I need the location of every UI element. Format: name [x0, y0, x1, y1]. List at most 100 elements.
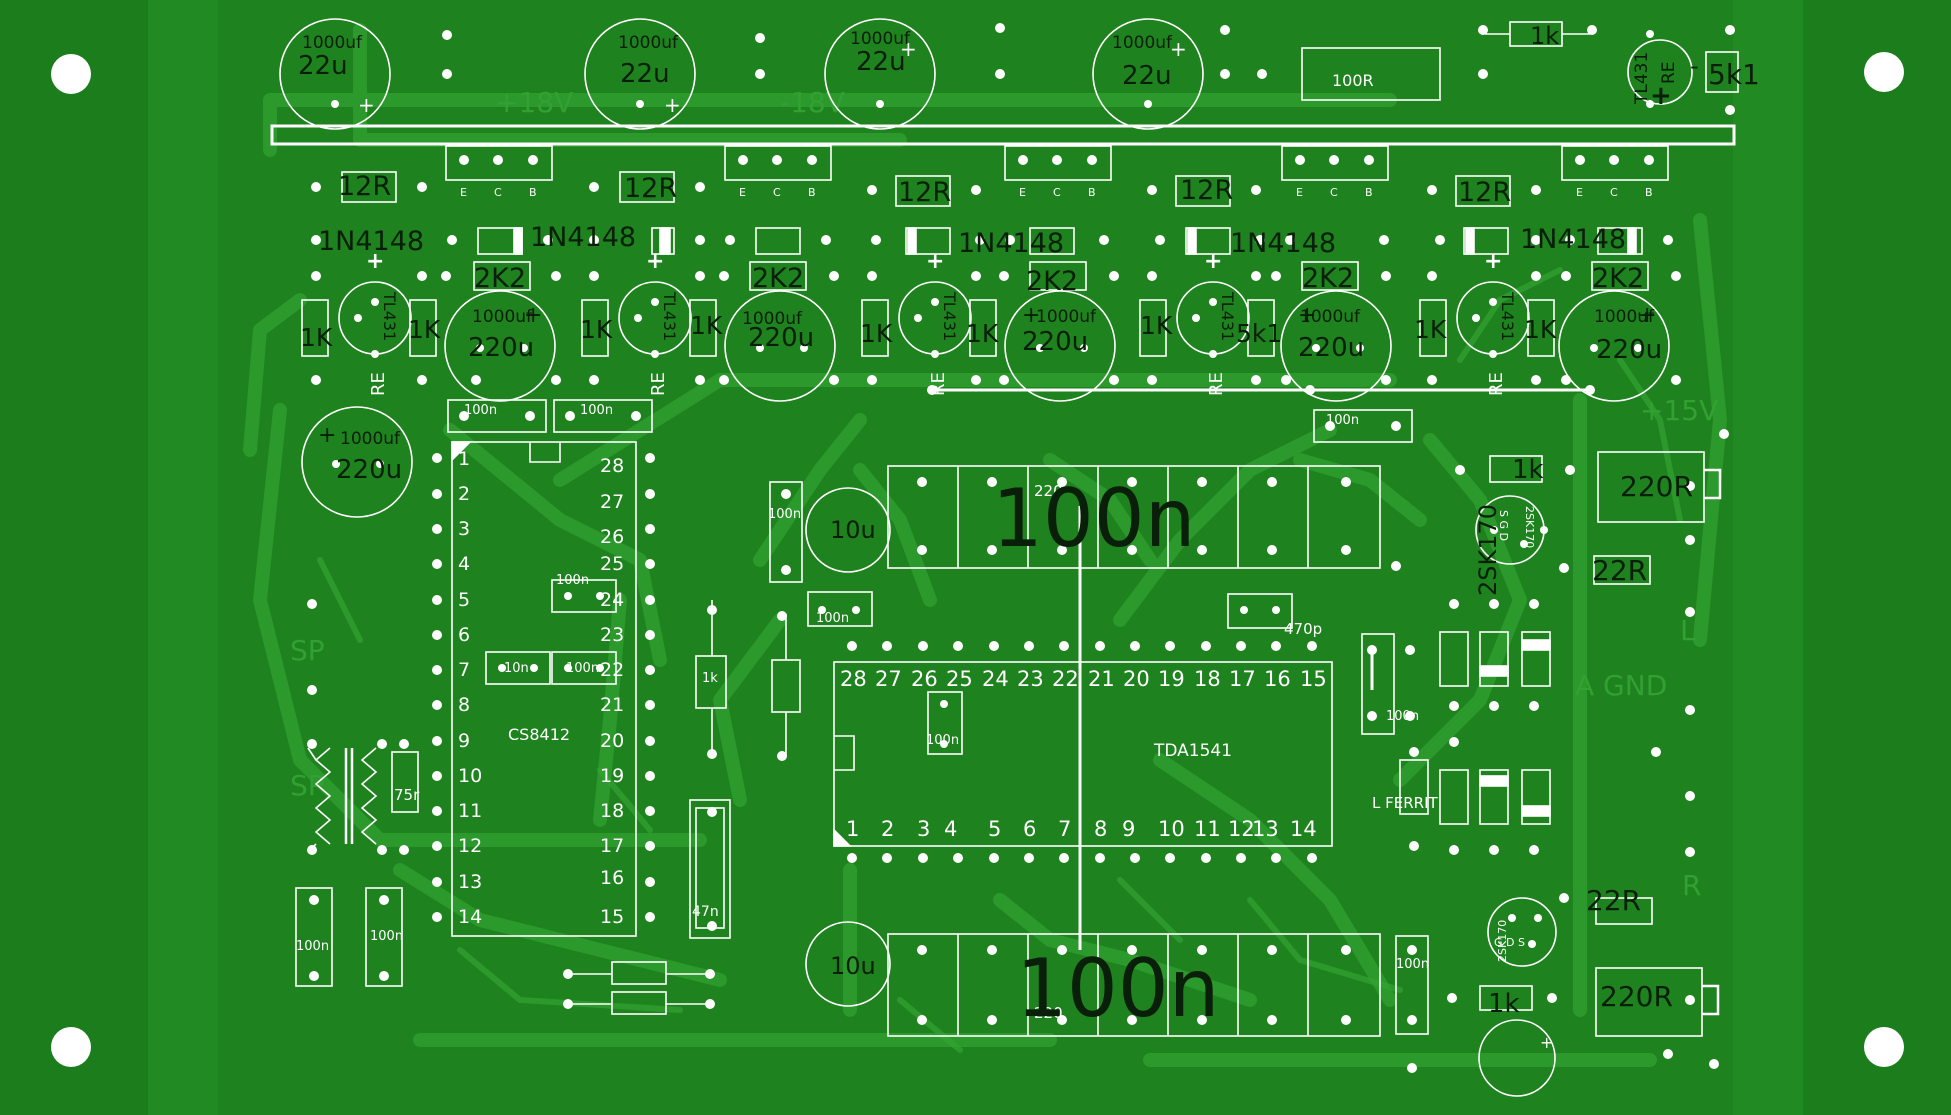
svg-text:19: 19 [1158, 667, 1185, 691]
svg-text:1: 1 [846, 817, 859, 841]
svg-text:28: 28 [840, 667, 867, 691]
copper-traces [243, 23, 1727, 1067]
svg-text:4: 4 [458, 553, 470, 575]
svg-text:12R: 12R [624, 173, 677, 204]
svg-text:25: 25 [600, 553, 624, 575]
svg-text:26: 26 [600, 526, 624, 548]
svg-text:20: 20 [1123, 667, 1150, 691]
svg-text:75r: 75r [394, 786, 420, 804]
svg-text:2SK170: 2SK170 [1496, 920, 1509, 962]
svg-text:RE: RE [648, 372, 669, 396]
svg-text:1000uf: 1000uf [1112, 33, 1173, 53]
svg-text:+: + [646, 249, 664, 274]
big-100n-bottom: 100n [1016, 942, 1219, 1035]
svg-text:2K2: 2K2 [1026, 266, 1078, 297]
svg-text:1k: 1k [1488, 989, 1520, 1019]
svg-text:11: 11 [1194, 817, 1221, 841]
svg-text:3: 3 [458, 518, 470, 540]
svg-text:22R: 22R [1586, 884, 1641, 917]
svg-text:10u: 10u [830, 516, 876, 544]
svg-text:+: + [366, 249, 384, 274]
mount-hole-bl [51, 1027, 91, 1067]
svg-text:13: 13 [458, 871, 482, 893]
top-100r-label: 100R [1332, 71, 1374, 90]
svg-text:17: 17 [600, 835, 624, 857]
svg-text:1K: 1K [408, 315, 441, 344]
svg-text:22u: 22u [620, 59, 670, 89]
svg-text:16: 16 [1264, 667, 1291, 691]
svg-text:1000uf: 1000uf [302, 33, 363, 53]
top-100r-outline [1301, 47, 1441, 101]
ghost-agnd: A GND [1575, 669, 1667, 702]
svg-text:TL431: TL431 [940, 291, 959, 341]
svg-text:2SK170: 2SK170 [1474, 504, 1502, 596]
svg-text:2K2: 2K2 [1592, 263, 1644, 294]
svg-text:2SK170: 2SK170 [1523, 506, 1536, 548]
svg-text:100n: 100n [556, 573, 589, 588]
svg-text:470p: 470p [1284, 620, 1322, 638]
top-cap1-outline [279, 18, 391, 130]
svg-text:22: 22 [1052, 667, 1079, 691]
svg-text:220: 220 [1034, 482, 1063, 500]
svg-text:220u: 220u [1022, 327, 1088, 357]
svg-text:E: E [1296, 186, 1303, 199]
svg-text:8: 8 [458, 694, 470, 716]
svg-text:12: 12 [458, 835, 482, 857]
svg-text:12: 12 [1228, 817, 1255, 841]
svg-text:6: 6 [1023, 817, 1036, 841]
cs8412-outline [451, 441, 637, 937]
svg-text:7: 7 [458, 659, 470, 681]
svg-text:+: + [1022, 303, 1040, 328]
svg-text:2K2: 2K2 [474, 263, 526, 294]
copper-traces-thin [317, 267, 1683, 1053]
svg-text:1000uf: 1000uf [472, 307, 533, 327]
svg-text:1k: 1k [1512, 455, 1544, 485]
svg-text:1000uf: 1000uf [1300, 307, 1361, 327]
svg-text:12R: 12R [1180, 175, 1233, 206]
svg-text:1000uf: 1000uf [1594, 307, 1655, 327]
svg-text:15: 15 [1300, 667, 1327, 691]
svg-text:23: 23 [1017, 667, 1044, 691]
svg-text:100n: 100n [370, 929, 403, 944]
svg-text:B: B [529, 186, 537, 199]
svg-text:24: 24 [982, 667, 1009, 691]
svg-text:4: 4 [944, 817, 957, 841]
svg-text:C: C [1610, 186, 1618, 199]
svg-text:B: B [1088, 186, 1096, 199]
svg-text:1k: 1k [702, 671, 718, 686]
svg-text:C: C [1330, 186, 1338, 199]
svg-text:2K2: 2K2 [752, 263, 804, 294]
svg-text:TL431: TL431 [1632, 52, 1652, 105]
svg-text:L FERRIT: L FERRIT [1372, 794, 1438, 812]
cs8412-label: CS8412 [508, 725, 570, 744]
pads [307, 23, 1735, 1073]
svg-text:22u: 22u [1122, 61, 1172, 91]
svg-text:TL431: TL431 [1498, 291, 1517, 341]
svg-text:22R: 22R [1592, 554, 1647, 587]
svg-text:1N4148: 1N4148 [530, 222, 636, 253]
mount-hole-tr [1864, 52, 1904, 92]
svg-text:RE: RE [368, 372, 389, 396]
svg-text:2: 2 [881, 817, 894, 841]
svg-text:20: 20 [600, 730, 624, 752]
svg-text:G D S: G D S [1494, 936, 1525, 949]
svg-text:1000uf: 1000uf [1036, 307, 1097, 327]
svg-text:+: + [1484, 249, 1502, 274]
ghost-sp2: SP [290, 769, 325, 802]
svg-text:18: 18 [600, 800, 624, 822]
dark-labels: 1000uf 1000uf 1000uf 1000uf 22u 22u 22u … [298, 22, 1760, 1035]
svg-text:27: 27 [600, 491, 624, 513]
svg-text:1K: 1K [1414, 315, 1447, 344]
svg-text:14: 14 [458, 906, 482, 928]
svg-text:7: 7 [1058, 817, 1071, 841]
svg-text:5: 5 [988, 817, 1001, 841]
ghost-15v: +15V [1640, 394, 1718, 427]
svg-text:1K: 1K [580, 315, 613, 344]
top-rail [270, 124, 1736, 146]
svg-text:RE: RE [1206, 372, 1227, 396]
svg-text:100n: 100n [1386, 709, 1419, 724]
mount-hole-br [1864, 1027, 1904, 1067]
ghost-18v-a: +18V [495, 86, 573, 119]
mounting-holes [51, 52, 1904, 1067]
svg-text:1000uf: 1000uf [340, 429, 401, 449]
